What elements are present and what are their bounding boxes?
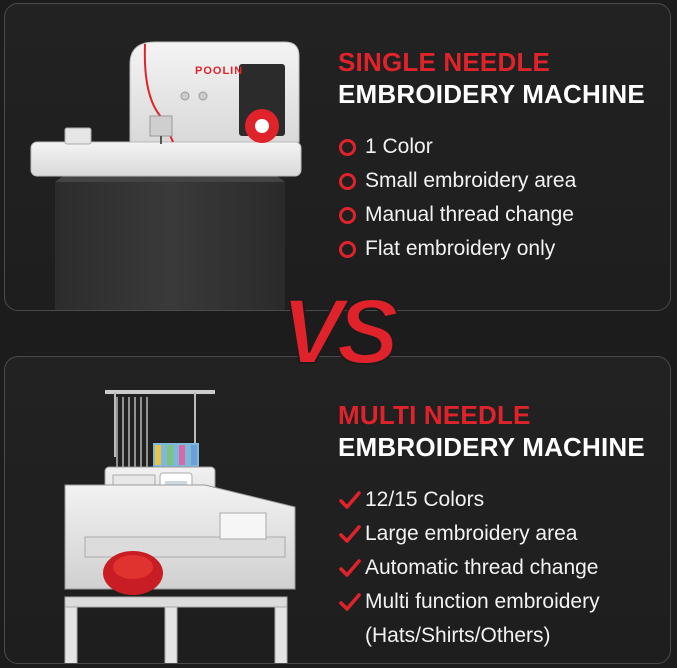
single-needle-heading: SINGLE NEEDLE EMBROIDERY MACHINE: [338, 49, 645, 107]
circle-outline-icon: [339, 206, 356, 224]
brand-logo: POOLIN: [195, 65, 243, 77]
list-item: Automatic thread change: [339, 551, 600, 585]
checkmark-icon: [339, 491, 361, 509]
circle-outline-icon: [339, 138, 356, 156]
list-item: Flat embroidery only: [339, 232, 576, 266]
single-needle-subtitle: EMBROIDERY MACHINE: [338, 79, 645, 109]
multi-needle-subtitle: EMBROIDERY MACHINE: [338, 432, 645, 462]
single-needle-machine-image: POOLIN: [30, 41, 302, 310]
single-needle-feature-list: 1 Color Small embroidery area Manual thr…: [339, 130, 576, 266]
list-item: Small embroidery area: [339, 164, 576, 198]
list-item: Manual thread change: [339, 198, 576, 232]
checkmark-icon: [339, 525, 361, 543]
list-item: Multi function embroidery (Hats/Shirts/O…: [339, 585, 600, 653]
multi-needle-machine-image: [64, 390, 296, 663]
single-needle-panel: POOLIN SINGLE NEEDLE EMBROIDERY MACHINE …: [4, 3, 671, 311]
checkmark-icon: [339, 559, 361, 577]
circle-outline-icon: [339, 240, 356, 258]
multi-needle-heading: MULTI NEEDLE EMBROIDERY MACHINE: [338, 402, 645, 460]
list-item: 1 Color: [339, 130, 576, 164]
circle-outline-icon: [339, 172, 356, 190]
vs-emblem: VS: [281, 283, 405, 378]
single-needle-title: SINGLE NEEDLE: [338, 47, 551, 77]
multi-needle-panel: MULTI NEEDLE EMBROIDERY MACHINE 12/15 Co…: [4, 356, 671, 664]
vs-label: VS: [282, 283, 398, 378]
checkmark-icon: [339, 593, 361, 611]
multi-needle-feature-list: 12/15 Colors Large embroidery area Autom…: [339, 483, 600, 653]
list-item: Large embroidery area: [339, 517, 600, 551]
multi-needle-title: MULTI NEEDLE: [338, 400, 531, 430]
list-item: 12/15 Colors: [339, 483, 600, 517]
